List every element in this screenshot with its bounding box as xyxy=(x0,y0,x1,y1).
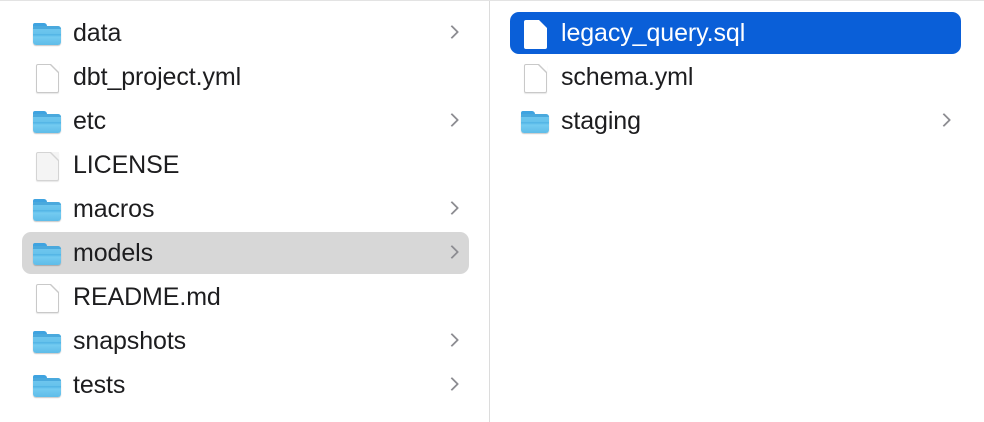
item-label: snapshots xyxy=(73,327,187,355)
folder-icon xyxy=(520,106,550,136)
folder-row[interactable]: macros xyxy=(22,188,469,230)
document-icon xyxy=(32,282,62,313)
file-row[interactable]: README.md xyxy=(22,276,469,318)
folder-row[interactable]: tests xyxy=(22,364,469,406)
folder-icon xyxy=(32,326,62,356)
file-row[interactable]: schema.yml xyxy=(510,56,961,98)
chevron-right-icon[interactable] xyxy=(445,110,459,132)
chevron-right-icon[interactable] xyxy=(937,110,951,132)
chevron-right-icon[interactable] xyxy=(445,330,459,352)
folder-icon xyxy=(32,18,62,48)
folder-row[interactable]: data xyxy=(22,12,469,54)
document-icon xyxy=(520,62,550,93)
document-icon xyxy=(32,62,62,93)
item-label: macros xyxy=(73,195,155,223)
file-row[interactable]: LICENSE xyxy=(22,144,469,186)
folder-row[interactable]: etc xyxy=(22,100,469,142)
item-label: staging xyxy=(561,107,641,135)
item-label: etc xyxy=(73,107,107,135)
item-label: LICENSE xyxy=(73,151,180,179)
item-label: legacy_query.sql xyxy=(561,19,746,47)
file-row[interactable]: dbt_project.yml xyxy=(22,56,469,98)
folder-row[interactable]: snapshots xyxy=(22,320,469,362)
column-models-folder: legacy_query.sql schema.yml staging xyxy=(490,1,983,422)
item-label: models xyxy=(73,239,153,267)
folder-icon xyxy=(32,106,62,136)
folder-icon xyxy=(32,238,62,268)
item-label: data xyxy=(73,19,122,47)
document-icon xyxy=(520,18,550,49)
folder-icon xyxy=(32,370,62,400)
item-label: tests xyxy=(73,371,126,399)
chevron-right-icon[interactable] xyxy=(445,22,459,44)
item-label: dbt_project.yml xyxy=(73,63,242,91)
document-plain-icon xyxy=(32,150,62,181)
file-row[interactable]: legacy_query.sql xyxy=(510,12,961,54)
item-label: README.md xyxy=(73,283,221,311)
folder-icon xyxy=(32,194,62,224)
item-label: schema.yml xyxy=(561,63,694,91)
chevron-right-icon[interactable] xyxy=(445,198,459,220)
folder-row[interactable]: models xyxy=(22,232,469,274)
folder-row[interactable]: staging xyxy=(510,100,961,142)
chevron-right-icon[interactable] xyxy=(445,374,459,396)
chevron-right-icon[interactable] xyxy=(445,242,459,264)
